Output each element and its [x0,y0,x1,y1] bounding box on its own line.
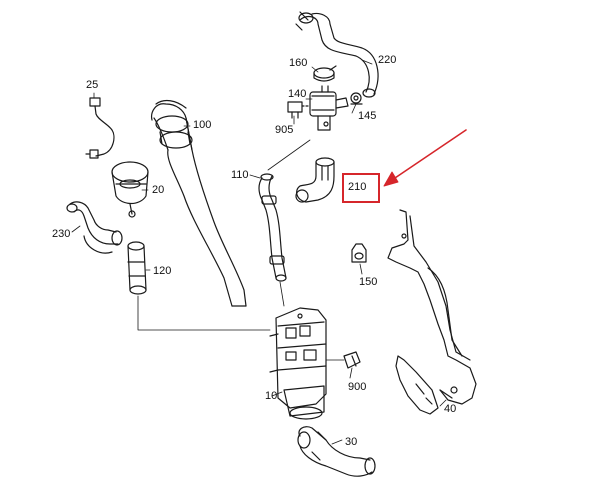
valve-140 [310,86,348,130]
bracket-40 [388,210,476,414]
callout-160: 160 [289,57,308,69]
callout-100: 100 [193,119,212,131]
hose-210 [296,158,334,202]
callout-220: 220 [378,54,397,66]
hose-220 [296,12,378,97]
hose-230 [67,202,122,253]
pump-20 [112,162,148,217]
hose-110 [259,174,286,281]
clamp-145 [351,93,362,104]
callout-900: 900 [348,381,367,393]
callout-10: 10 [265,390,278,402]
sensor-25 [86,98,114,158]
callout-120: 120 [153,265,172,277]
callout-20: 20 [152,184,165,196]
pipe-120 [128,242,146,294]
highlight-box-210 [342,173,380,203]
hose-30 [298,427,375,476]
callout-30: 30 [345,436,358,448]
callout-40: 40 [444,403,457,415]
clip-900 [344,352,360,368]
callout-25: 25 [86,79,99,91]
callout-150: 150 [359,276,378,288]
leader-lines [71,59,447,445]
callout-905: 905 [275,124,294,136]
housing-10 [270,308,326,419]
callout-230: 230 [52,228,71,240]
grommet-150 [352,244,366,262]
callout-110: 110 [231,169,249,181]
callout-145: 145 [358,110,377,122]
clamp-160 [314,66,336,81]
highlight-arrow [383,129,467,187]
connector-905 [288,102,310,118]
callout-140: 140 [288,88,307,100]
hose-100 [152,101,246,306]
callout-210: 210 [348,181,367,193]
